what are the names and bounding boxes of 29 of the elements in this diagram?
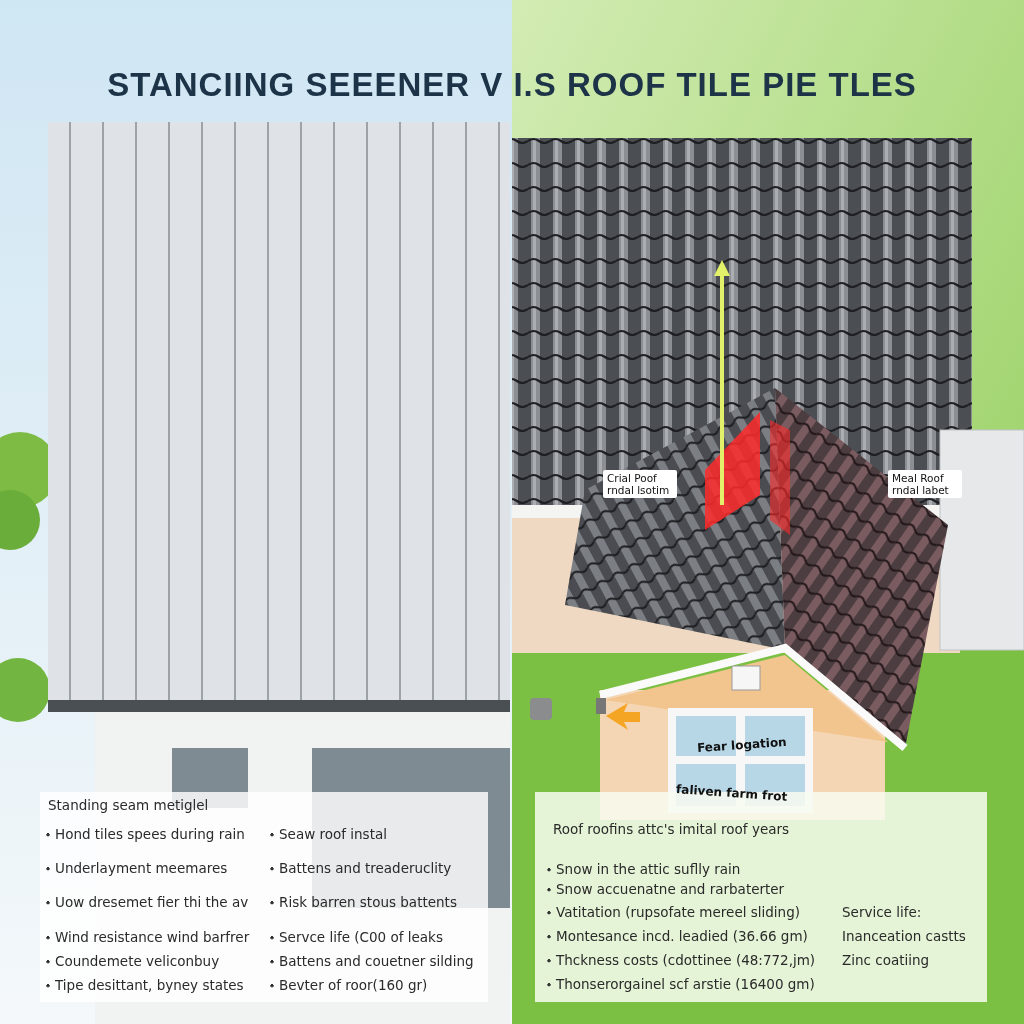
panel-text: Inanceation castts	[842, 928, 966, 944]
bullet-item: Thckness costs (cdottinee (48:772,jm)	[546, 952, 816, 968]
bullet-item: Vatitation (rupsofate mereel sliding)	[546, 904, 800, 920]
bullet-item: Seaw roof instal	[269, 826, 387, 842]
bullet-item: Hond tiles spees during rain	[45, 826, 245, 842]
text-panel	[40, 792, 488, 1002]
panel-heading: Standing seam metiglel	[48, 797, 209, 813]
bullet-item: Snow accuenatne and rarbaterter	[546, 881, 785, 897]
panel-text: Service life:	[842, 904, 922, 920]
bullet-item: Thonserorgainel scf arstie (16400 gm)	[546, 976, 815, 992]
bullet-item: Wind resistance wind barfrer	[45, 929, 250, 945]
panel-text: Zinc coatiing	[842, 952, 930, 968]
title: STANCIING SEEENER V I.S ROOF TILE PIE TLES	[106, 66, 918, 104]
label: faliven farm frot	[675, 782, 788, 804]
bullet-item: Underlayment meemares	[45, 860, 228, 876]
callout-tag: Crial Poof rndal lsotim	[603, 470, 677, 498]
bullet-item: Servce life (C00 of leaks	[269, 929, 443, 945]
bullet-item: Snow in the attic suflly rain	[546, 861, 741, 877]
bullet-item: Tipe desittant, byney states	[45, 977, 244, 993]
callout-tag: Meal Roof rndal labet	[888, 470, 962, 498]
panel-heading: Roof roofins attc's imital roof years	[553, 821, 790, 837]
bullet-item: Battens and couetner silding	[269, 953, 474, 969]
bullet-item: Uow dresemet fier thi the av	[45, 894, 249, 910]
bullet-item: Montesance incd. leadied (36.66 gm)	[546, 928, 808, 944]
bullet-item: Risk barren stous battents	[269, 894, 457, 910]
bullet-item: Battens and treaderuclity	[269, 860, 452, 876]
bullet-item: Coundemete veliconbuy	[45, 953, 220, 969]
bullet-item: Bevter of roor(160 gr)	[269, 977, 428, 993]
label: Fear logation	[696, 734, 788, 756]
